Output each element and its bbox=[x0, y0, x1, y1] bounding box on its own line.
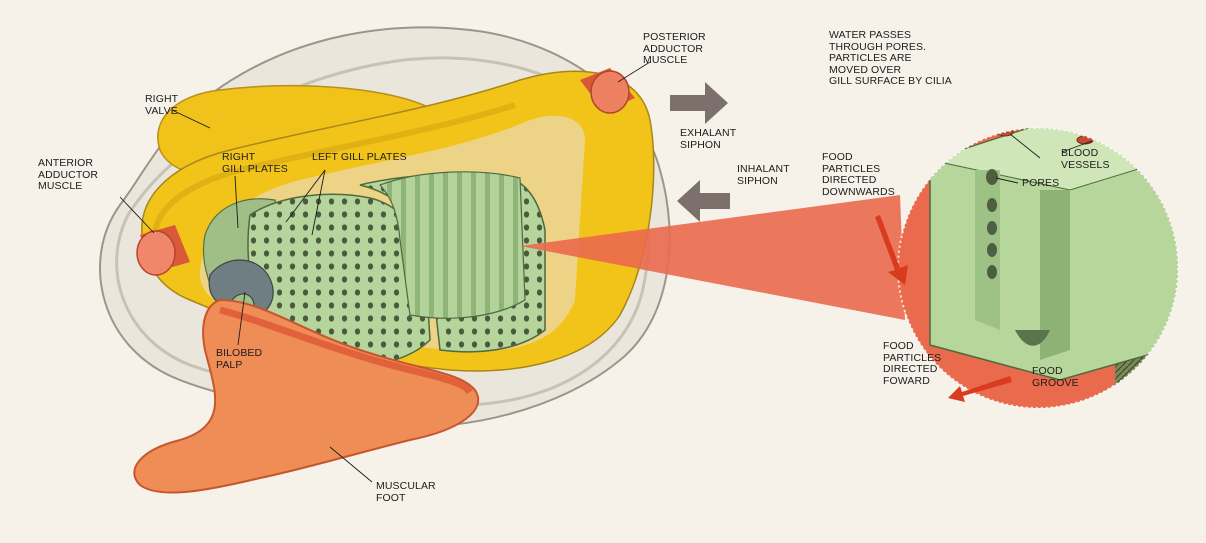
label-left-gill-plates: LEFT GILL PLATES bbox=[312, 152, 407, 164]
exhalant-siphon-arrow bbox=[670, 82, 728, 124]
label-pores: PORES bbox=[1022, 178, 1059, 190]
inhalant-siphon-arrow bbox=[677, 180, 730, 222]
